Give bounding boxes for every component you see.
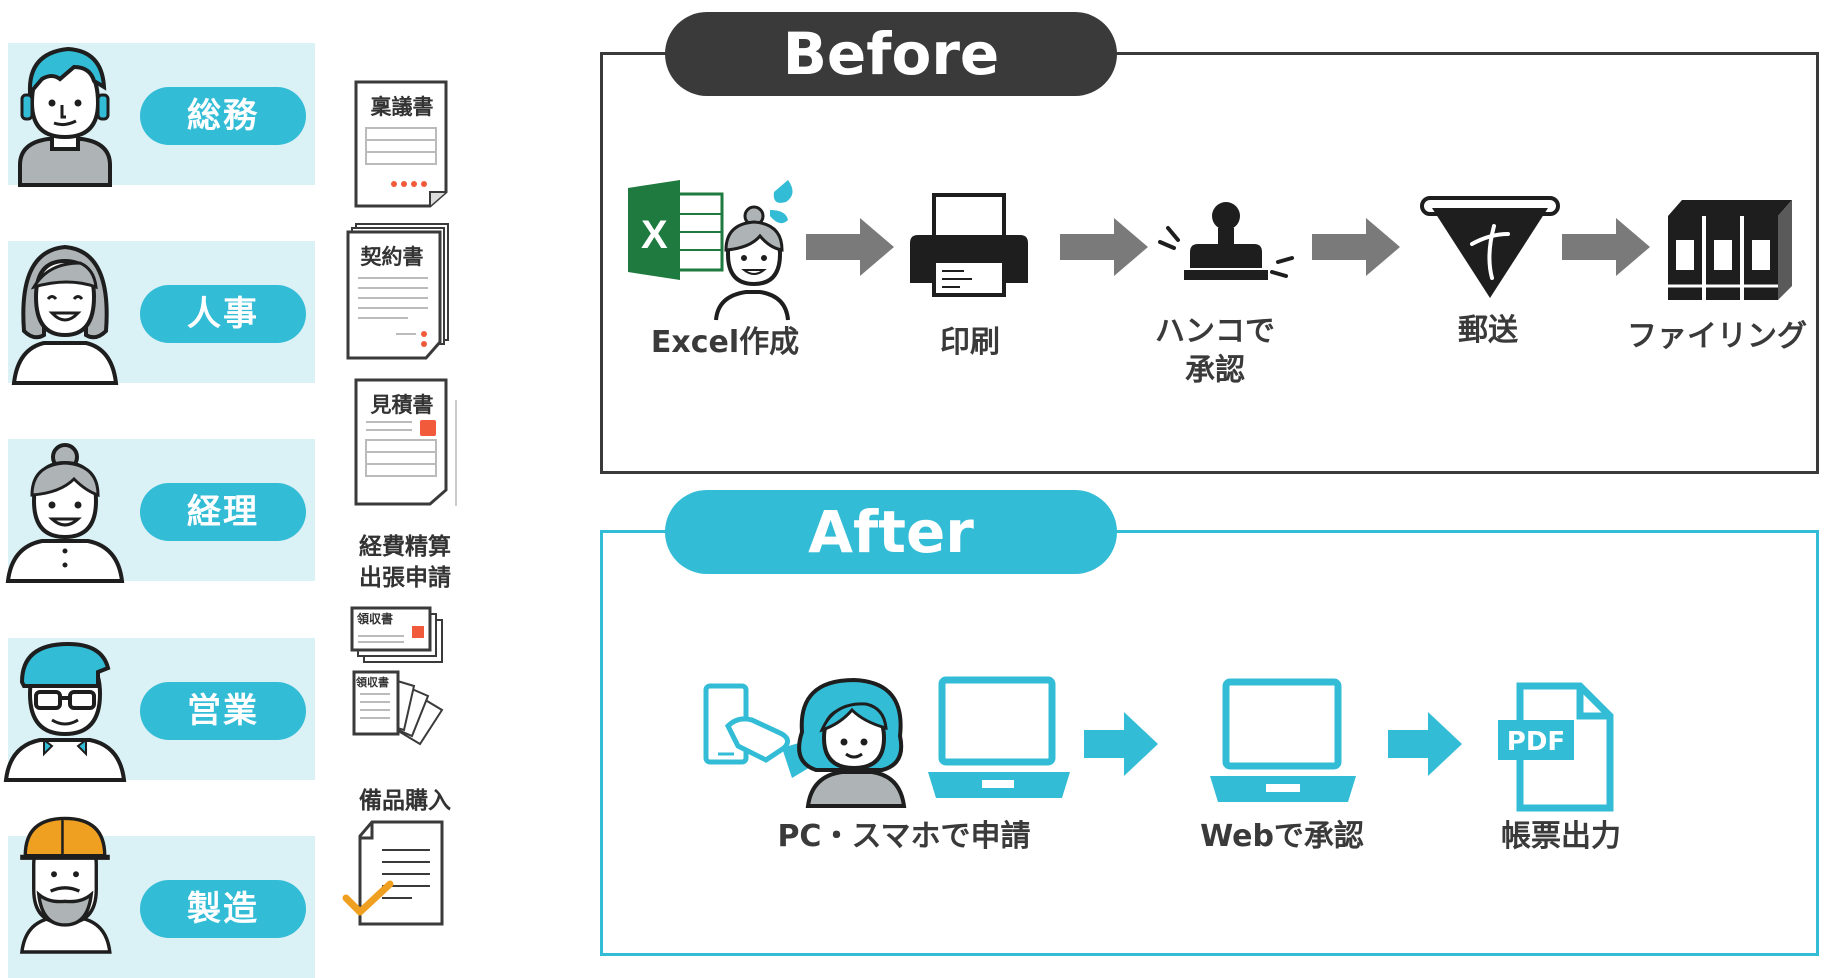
estimate-document-icon (354, 378, 457, 506)
before-step-excel-label: Excel作成 (650, 325, 800, 360)
after-panel (600, 530, 1819, 956)
purchase-label: 備品購入 (359, 788, 451, 814)
binders-icon (1668, 200, 1792, 300)
before-step-mail-label: 郵送 (1458, 313, 1518, 348)
after-step-output-label: 帳票出力 (1501, 819, 1621, 854)
before-step-stamp-label-line1: ハンコで (1155, 314, 1275, 349)
before-step-filing-label: ファイリング (1627, 319, 1807, 354)
before-panel (600, 52, 1819, 474)
expense-label-line1: 経費精算 (359, 534, 451, 560)
department-label-keiri: 経理 (140, 483, 306, 541)
man-glasses-icon (3, 641, 127, 782)
arrow-right-icon (1562, 218, 1650, 276)
before-step-print-label: 印刷 (940, 325, 1000, 360)
pdf-file-icon (1498, 682, 1614, 812)
laptop-icon (1210, 678, 1356, 802)
after-step-approve-label: Webで承認 (1200, 819, 1364, 854)
ringi-label: 稟議書 (370, 95, 434, 119)
envelope-icon (1420, 196, 1560, 298)
before-title: Before (665, 12, 1117, 96)
after-title: After (665, 490, 1117, 574)
worker-helmet-icon (19, 816, 112, 954)
department-label-jinji: 人事 (140, 285, 306, 343)
receipt-bottom-label: 領収書 (356, 676, 389, 689)
printer-icon (910, 193, 1028, 297)
smartphone-person-laptop-icon (703, 676, 1070, 808)
checklist-document-icon (342, 820, 444, 926)
estimate-label: 見積書 (370, 393, 434, 417)
svg-text:X: X (641, 213, 668, 257)
department-label-seizo: 製造 (140, 880, 306, 938)
department-label-eigyo: 営業 (140, 682, 306, 740)
after-step-apply-label: PC・スマホで申請 (777, 819, 1031, 854)
woman-long-hair-icon (11, 244, 119, 385)
ringi-document-icon (354, 80, 448, 208)
receipt-top-label: 領収書 (357, 612, 394, 626)
woman-bun-icon (5, 443, 125, 583)
contract-label: 契約書 (360, 245, 424, 269)
before-step-stamp-label-line2: 承認 (1185, 353, 1245, 388)
arrow-right-icon (1388, 712, 1462, 776)
arrow-right-icon (1312, 218, 1400, 276)
stamp-icon (1158, 202, 1294, 280)
arrow-right-icon (806, 218, 894, 276)
arrow-right-icon (1084, 712, 1158, 776)
arrow-right-icon (1060, 218, 1148, 276)
receipt-fan-icon (352, 670, 444, 746)
department-label-somu: 総務 (140, 87, 306, 145)
man-headset-icon (18, 46, 112, 187)
pdf-badge: PDF (1506, 727, 1566, 757)
receipt-stack-icon (350, 606, 443, 663)
expense-label-line2: 出張申請 (359, 565, 451, 591)
contract-document-icon (346, 223, 449, 360)
excel-person-icon: X (628, 180, 793, 321)
